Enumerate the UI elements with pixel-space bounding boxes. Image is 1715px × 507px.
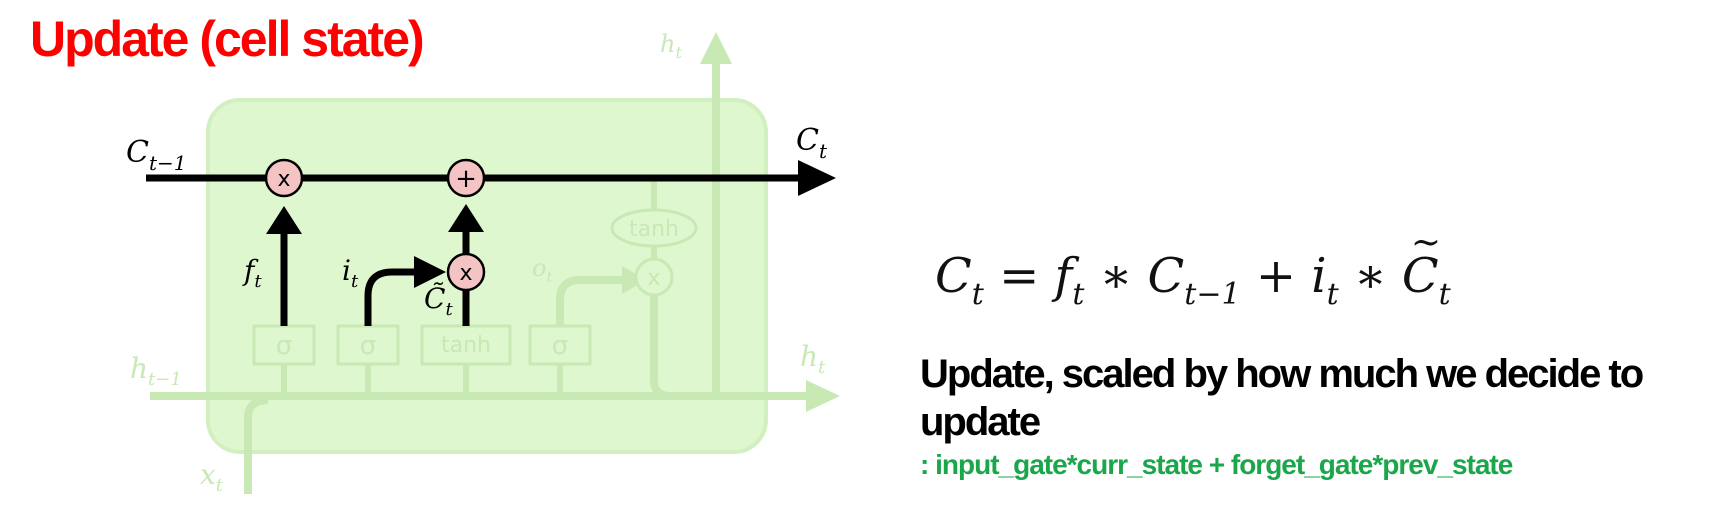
label-c-tilde: C̃t [424, 282, 453, 320]
eq-times-2: ∗ [1353, 248, 1387, 304]
output-gate-box [528, 324, 592, 366]
update-description: Update, scaled by how much we decide to … [920, 352, 1644, 444]
update-arrowhead [448, 204, 484, 232]
label-i-t: it [342, 254, 359, 292]
add-op-label: + [455, 164, 477, 194]
forget-gate-label: σ [276, 331, 292, 361]
tanh-op [610, 208, 698, 248]
eq-c-prev: C [1147, 248, 1185, 304]
output-gate-path [556, 276, 628, 330]
eq-lhs-sub: t [971, 277, 984, 312]
lstm-cell-diagram: tanh x σ σ tanh σ ht ht ht−1 xt ot x + x… [126, 30, 840, 496]
label-h-prev: ht−1 [130, 352, 182, 390]
forget-gate-arrowhead [266, 206, 302, 234]
output-gate-label: σ [552, 331, 568, 361]
eq-c-prev-sub: t−1 [1184, 277, 1241, 312]
add-op [446, 158, 486, 198]
input-gate-curve [364, 268, 420, 326]
x-input-line [244, 396, 269, 494]
label-h-top: ht [660, 30, 682, 62]
eq-f-sub: t [1072, 277, 1085, 312]
forget-multiply-label: x [277, 167, 290, 192]
gate-formula: : input_gate*curr_state + forget_gate*pr… [920, 449, 1513, 480]
eq-equals: = [999, 248, 1040, 304]
output-multiply-op [634, 257, 674, 297]
forget-multiply-op [264, 158, 304, 198]
eq-f: f [1054, 248, 1073, 304]
eq-lhs: C [935, 248, 972, 304]
eq-times-1: ∗ [1099, 248, 1133, 304]
page-title: Update (cell state) [30, 11, 425, 67]
input-multiply-op [446, 252, 486, 292]
eq-i-sub: t [1326, 277, 1339, 312]
label-c-prev: Ct−1 [126, 135, 187, 175]
input-gate-box [336, 324, 400, 366]
h-output-arrowhead [700, 32, 732, 64]
eq-c-tilde-sub: t [1438, 277, 1451, 312]
eq-c-tilde: C [1402, 222, 1441, 304]
eq-i: i [1311, 248, 1327, 304]
candidate-gate-label: tanh [441, 333, 491, 358]
eq-plus: + [1255, 248, 1297, 304]
output-gate-arrowhead [622, 266, 646, 294]
label-h-right: ht [800, 340, 826, 378]
label-x-t: xt [200, 458, 224, 496]
label-o-t: ot [532, 254, 553, 286]
input-multiply-label: x [459, 261, 472, 286]
h-out-path [650, 296, 716, 400]
candidate-gate-box [420, 324, 512, 366]
forget-gate-box [252, 324, 316, 366]
tanh-op-label: tanh [629, 217, 679, 242]
h-right-arrowhead [806, 380, 840, 412]
cell-state-arrowhead [798, 160, 836, 196]
input-gate-arrowhead [414, 256, 446, 288]
input-gate-label: σ [360, 331, 376, 361]
label-c-t: Ct [796, 123, 828, 163]
output-multiply-label: x [647, 266, 660, 291]
update-equation: Ct = ft ∗ Ct−1 + it ∗ Ct [935, 222, 1451, 312]
